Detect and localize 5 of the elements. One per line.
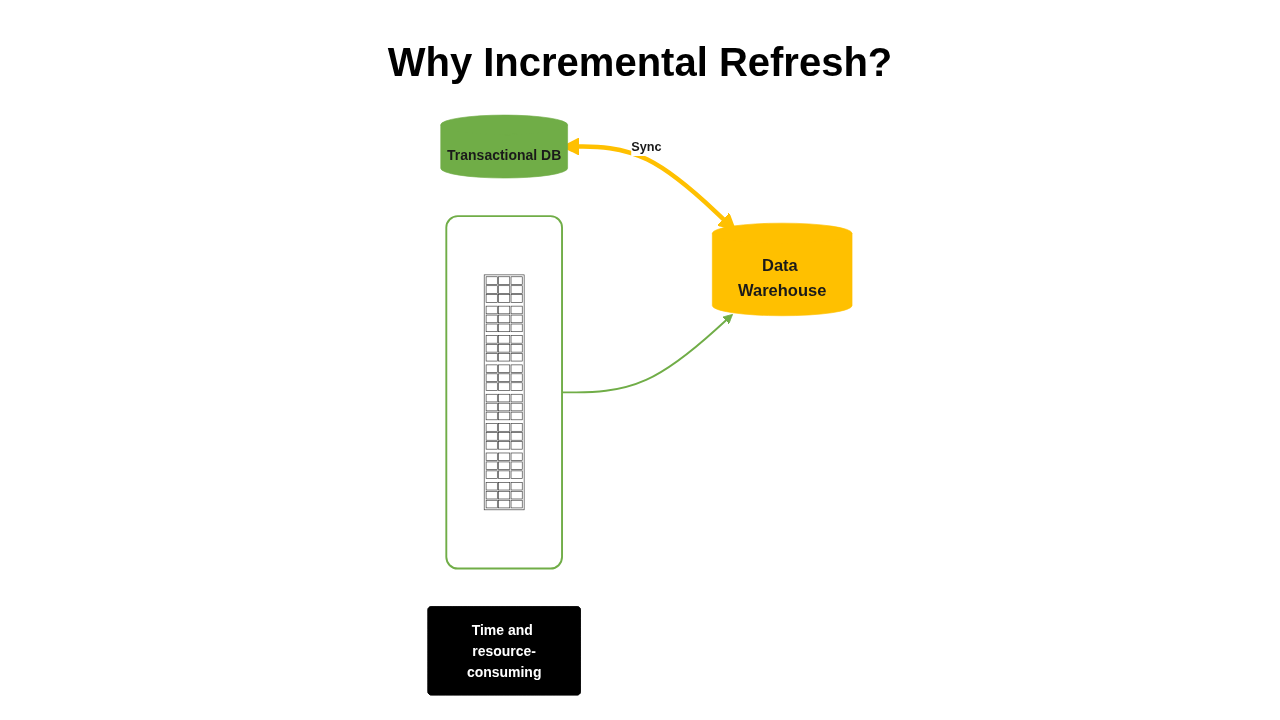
database-cylinder: Transactional DB [440,114,568,179]
tables-drawing [483,274,525,511]
callout-box: Time and resource-consuming [427,606,581,696]
title: Why Incremental Refresh? [386,40,894,85]
database-cylinder: Data Warehouse [712,222,853,317]
